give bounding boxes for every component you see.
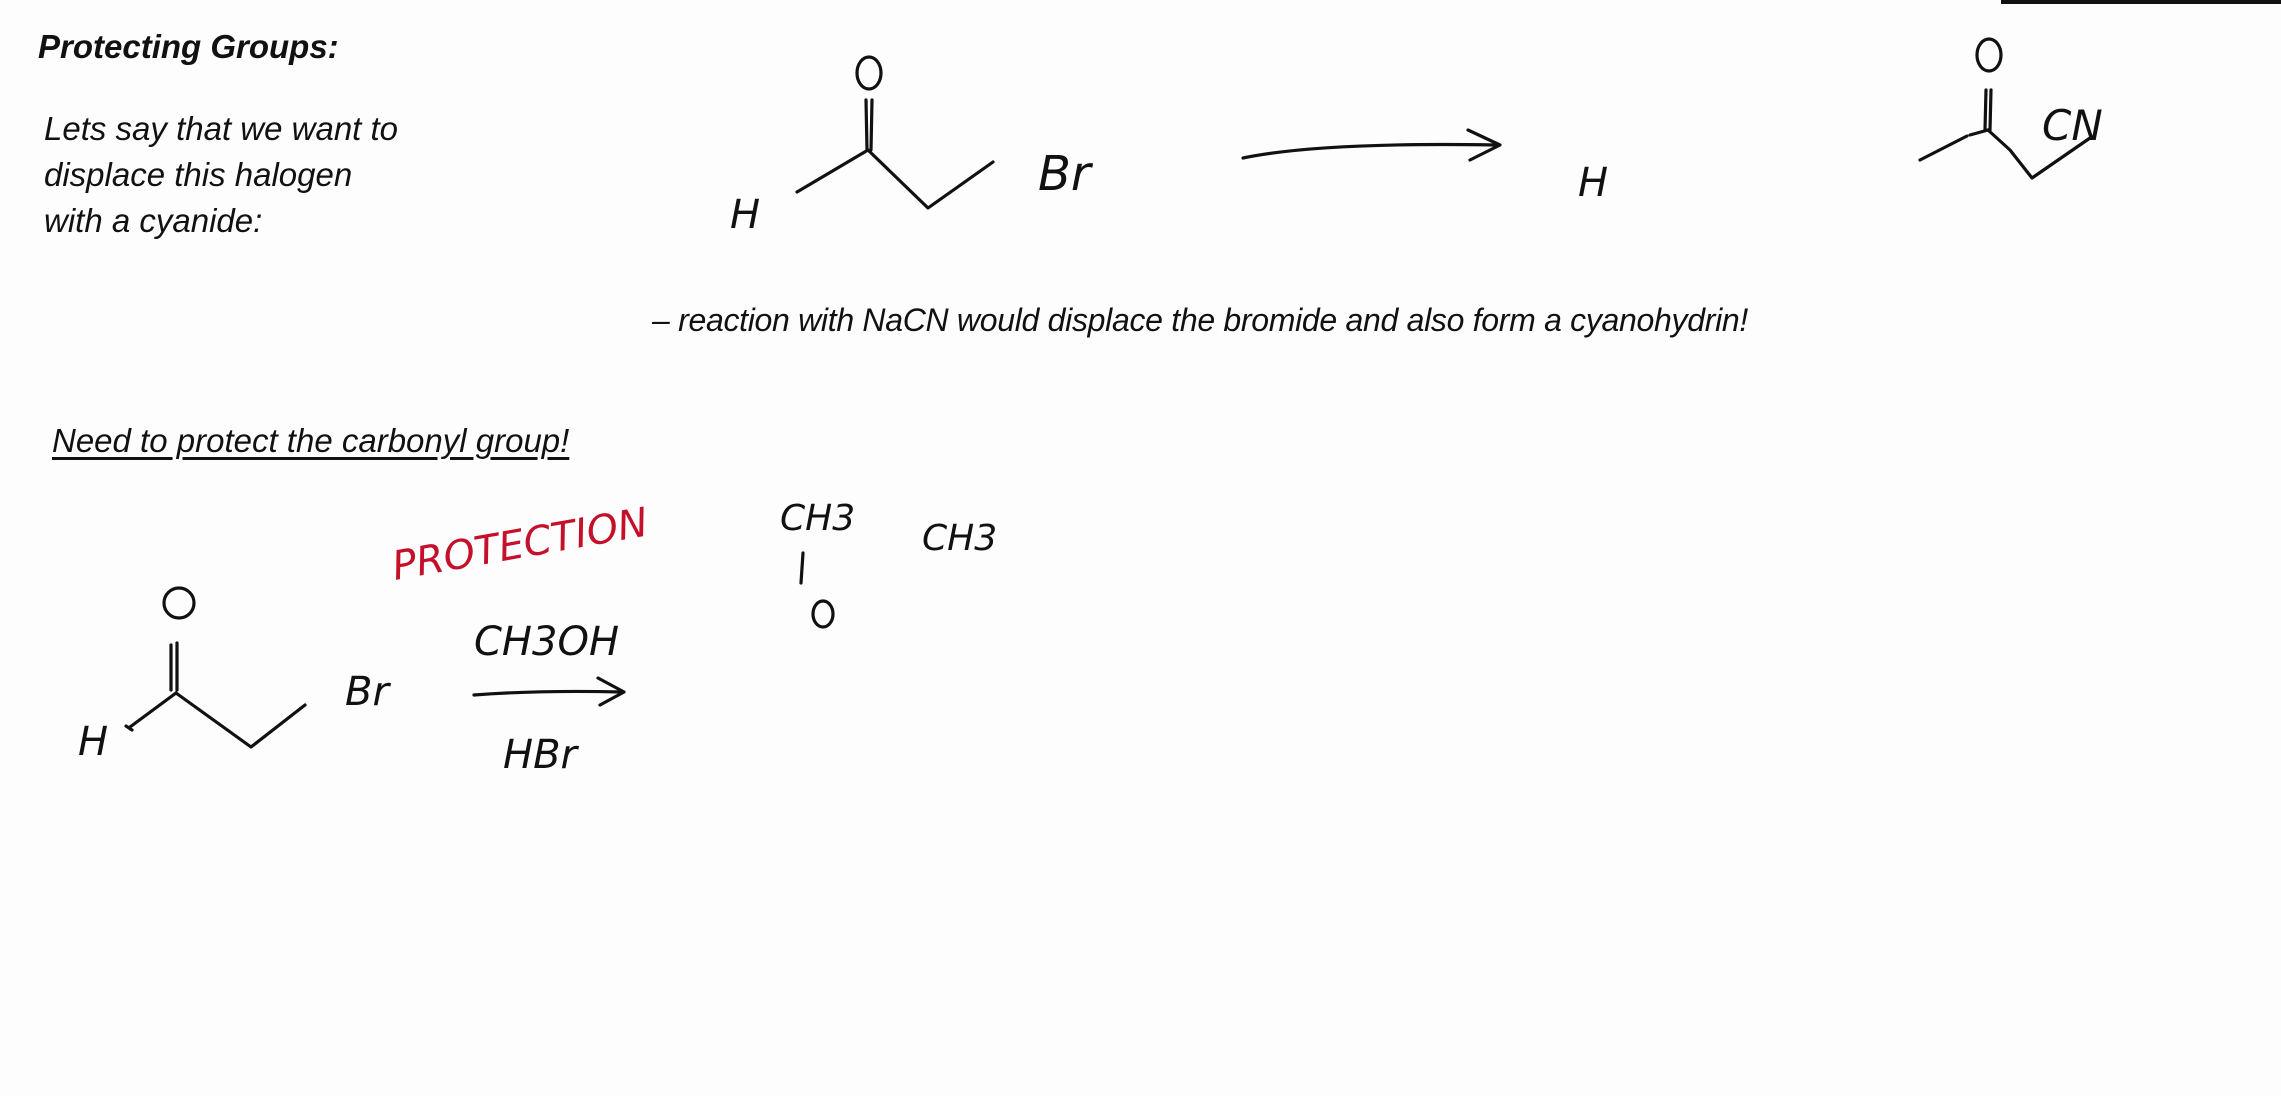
start-br: Br: [345, 669, 391, 715]
top-product-cn: CN: [2042, 101, 2103, 150]
protection-label: PROTECTION: [389, 500, 652, 590]
intro-line: with a cyanide:: [44, 202, 263, 239]
acetal-intermediate-molecule: CH3 CH3: [780, 498, 997, 629]
top-reactant-br: Br: [1038, 146, 1094, 202]
intro-line: Lets say that we want to: [44, 110, 399, 147]
step1-reagent-bottom: HBr: [503, 732, 580, 778]
protect-heading: Need to protect the carbonyl group!: [52, 422, 570, 459]
top-product-molecule: H CN: [1578, 37, 2103, 206]
start-aldehyde-molecule: H Br: [78, 586, 391, 765]
cyanohydrin-note: – reaction with NaCN would displace the …: [652, 302, 1748, 338]
top-product-h: H: [1578, 160, 1608, 206]
intro-line: displace this halogen: [44, 156, 353, 193]
start-h: H: [78, 719, 108, 765]
top-reaction-arrow: [1241, 128, 1502, 162]
acetal-ch3-left: CH3: [780, 498, 855, 539]
acetal-ch3-right: CH3: [922, 518, 997, 559]
top-reactant-h: H: [730, 192, 760, 238]
step1-reagent-top: CH3OH: [474, 619, 619, 665]
intro-text: Lets say that we want to displace this h…: [44, 106, 398, 244]
page-title: Protecting Groups:: [38, 28, 339, 65]
top-edge-bar: [2001, 0, 2281, 4]
top-reactant-molecule: H Br: [730, 55, 1094, 238]
protection-step: CH3OH HBr PROTECTION: [389, 500, 652, 778]
